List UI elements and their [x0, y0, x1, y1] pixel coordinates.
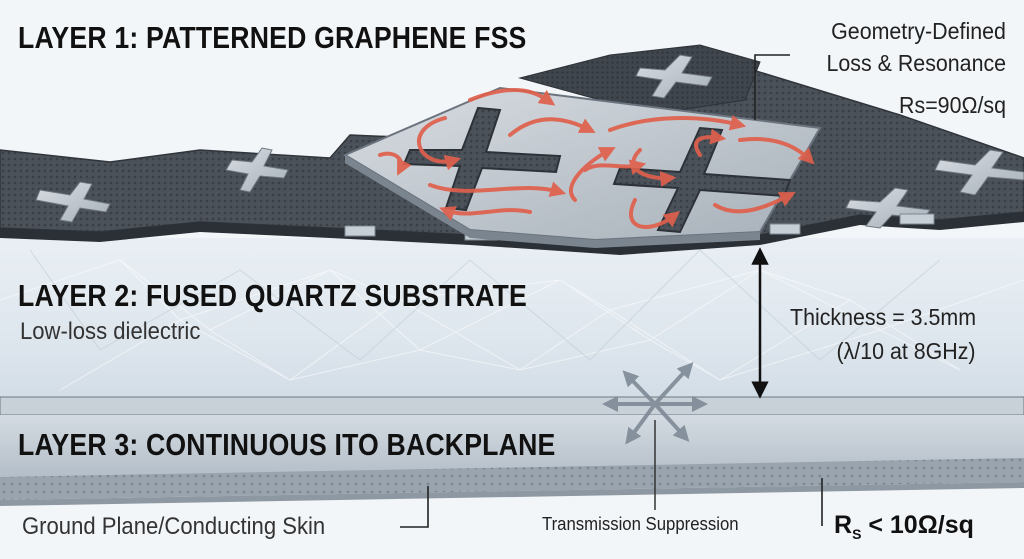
ground-plane-leader: [400, 486, 429, 528]
ito-sheet-resistance: RS < 10Ω/sq: [834, 511, 974, 542]
layer1-sheet-resistance: Rs=90Ω/sq: [899, 92, 1006, 118]
graphene-cross-slots: [35, 54, 1024, 229]
ito-knurled-edge: [0, 458, 1024, 500]
rs-subscript: S: [852, 526, 862, 542]
layer2-title: LAYER 2: FUSED QUARTZ SUBSTRATE: [18, 278, 527, 313]
quartz-facets-shadow: [29, 249, 941, 361]
quartz-facets: [0, 259, 1024, 391]
current-arrow: [568, 147, 616, 202]
current-arrow: [629, 198, 681, 229]
current-arrow: [694, 128, 727, 157]
transmission-suppression-label: Transmission Suppression: [542, 514, 739, 534]
transmission-suppression-arrows: [602, 362, 708, 445]
rs-symbol: R: [834, 511, 853, 539]
current-arrow: [417, 116, 462, 171]
thickness-note: (λ/10 at 8GHz): [836, 338, 976, 364]
layer1-annotation-line1: Geometry-Defined: [831, 18, 1006, 44]
ito-backplane-layer: [0, 396, 1024, 506]
surface-current-arrows: [378, 88, 815, 229]
cross-slot: [225, 147, 289, 193]
graphene-fss-layer: [0, 44, 1024, 255]
ito-top-strip: [0, 396, 1024, 416]
layer1-title: LAYER 1: PATTERNED GRAPHENE FSS: [18, 20, 527, 55]
rs-value: < 10Ω/sq: [861, 511, 974, 539]
layer2-subtitle: Low-loss dielectric: [20, 318, 201, 345]
layer3-title: LAYER 3: CONTINUOUS ITO BACKPLANE: [18, 427, 556, 462]
quartz-substrate: [0, 238, 1024, 398]
fss-unit-cell-tile-edge: [345, 155, 760, 248]
current-arrow: [378, 151, 412, 176]
cross-slot: [35, 181, 111, 223]
cross-slot: [635, 54, 713, 99]
thickness-label: Thickness = 3.5mm: [789, 304, 976, 330]
ground-plane-label: Ground Plane/Conducting Skin: [22, 513, 326, 540]
cross-slot: [934, 149, 1024, 196]
layer1-annotation-line2: Loss & Resonance: [826, 50, 1006, 76]
loss-annotation-leader: [754, 54, 790, 120]
current-arrow: [468, 88, 556, 106]
current-arrow: [583, 159, 647, 176]
current-arrow: [713, 192, 796, 214]
ito-edge-shadow: [0, 482, 1024, 506]
current-arrow: [439, 206, 532, 221]
current-arrow: [508, 117, 596, 137]
current-arrow: [608, 114, 747, 132]
current-arrow: [738, 137, 815, 165]
current-arrow: [428, 181, 567, 197]
graphene-belt-edge: [0, 212, 1024, 255]
